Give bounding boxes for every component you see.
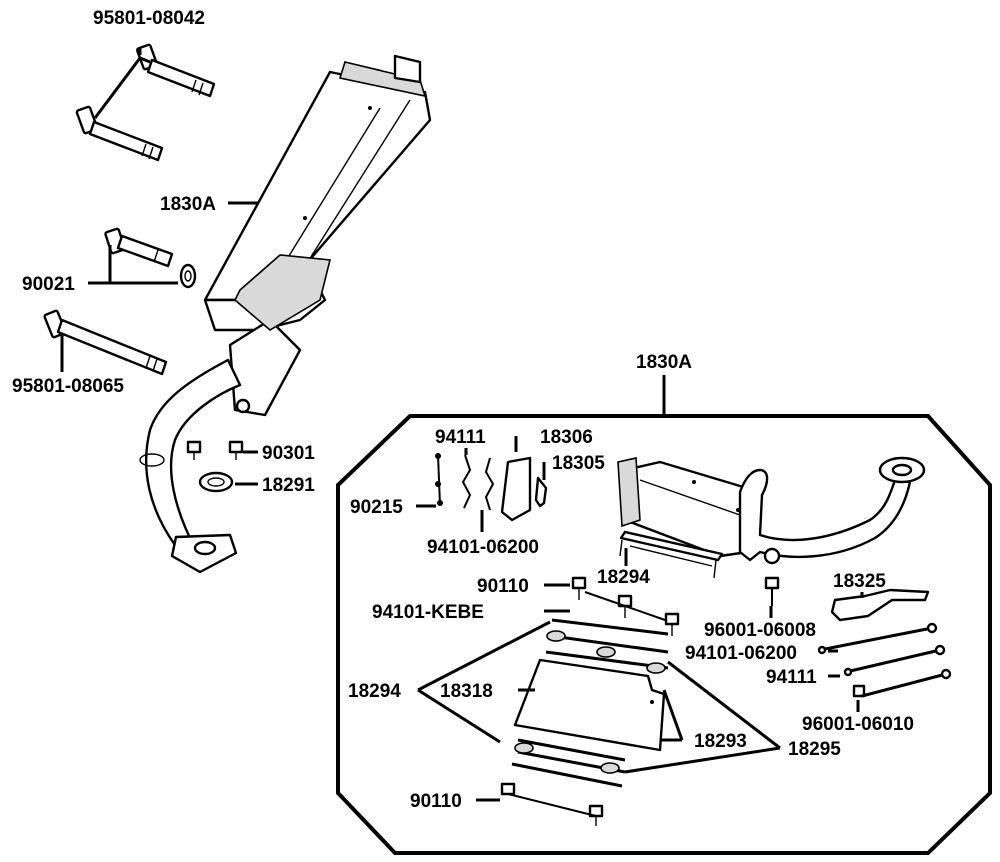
rod-96001-06010	[852, 668, 952, 698]
label-96001-06010: 96001-06010	[802, 714, 914, 735]
label-18295: 18295	[788, 739, 841, 760]
heat-shield-18318	[513, 658, 666, 752]
label-1830A-kit: 1830A	[636, 352, 692, 373]
label-90110-top: 90110	[477, 576, 529, 597]
bolt-95801-08042-lower	[75, 105, 164, 162]
gasket-18291	[198, 471, 234, 493]
bracket-18325	[830, 588, 930, 622]
label-18294-left: 18294	[348, 681, 401, 702]
kit-octagon-frame	[336, 414, 992, 855]
bolt-95801-08042-upper	[136, 43, 216, 98]
clip-18305	[534, 476, 548, 508]
bracket-18294-top	[619, 530, 724, 579]
label-94111-top: 94111	[435, 427, 486, 448]
label-95801-08042: 95801-08042	[93, 8, 205, 29]
label-18305: 18305	[552, 453, 605, 474]
label-18294-top: 18294	[597, 567, 650, 588]
heat-shield-18306	[500, 456, 532, 522]
muffler-assembly	[139, 54, 432, 574]
bolt-96001-06008	[764, 576, 780, 606]
label-1830A-main: 1830A	[160, 194, 216, 215]
label-18318: 18318	[440, 681, 493, 702]
label-96001-06008: 96001-06008	[704, 620, 816, 641]
label-94101-06200-right: 94101-06200	[685, 643, 797, 664]
label-18325: 18325	[833, 571, 886, 592]
bolt-95801-08065	[43, 309, 168, 376]
label-94111-right: 94111	[766, 667, 817, 688]
rod-94101-06200-right	[817, 622, 938, 655]
kit-muffler	[617, 456, 926, 565]
bolt-90021	[104, 227, 197, 289]
label-90110-bottom: 90110	[410, 791, 462, 812]
clamp-bands-upper	[545, 618, 669, 674]
label-90021: 90021	[22, 274, 75, 295]
clips-94111-group	[435, 453, 495, 511]
label-90301: 90301	[262, 443, 315, 464]
bolts-90110-top	[571, 576, 680, 636]
label-94101-KEBE: 94101-KEBE	[372, 602, 484, 623]
label-95801-08065: 95801-08065	[12, 376, 124, 397]
label-18293: 18293	[694, 731, 747, 752]
nuts-90301	[186, 440, 244, 460]
label-18306: 18306	[540, 427, 593, 448]
clamp-bands-lower	[511, 738, 626, 788]
label-18291: 18291	[262, 475, 315, 496]
bolts-90110-bottom	[500, 782, 604, 826]
label-90215: 90215	[350, 497, 403, 518]
label-94101-06200-top: 94101-06200	[427, 537, 539, 558]
rod-94111-right	[843, 644, 946, 677]
